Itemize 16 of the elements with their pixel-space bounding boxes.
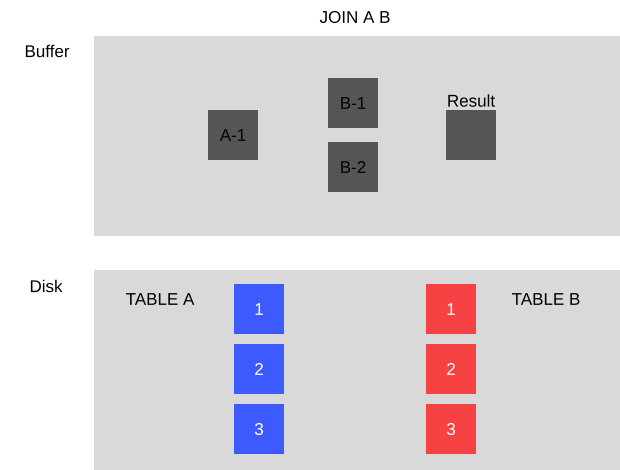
block-box: 2 [426, 344, 476, 394]
block-box: B-1 [328, 78, 378, 128]
block-box: B-2 [328, 142, 378, 192]
block-box: A-1 [208, 110, 258, 160]
title: JOIN A B [320, 10, 390, 24]
result-box: Result [446, 94, 496, 160]
block-box: 1 [234, 284, 284, 334]
node-label: Result [448, 94, 495, 107]
block-box: 3 [426, 404, 476, 454]
block-box: 3 [234, 404, 284, 454]
node-label: Buffer [26, 44, 70, 58]
node-label: Disk [30, 280, 63, 292]
table-label: TABLE A [126, 293, 194, 305]
block-box: 1 [426, 284, 476, 334]
block-box: 2 [234, 344, 284, 394]
table-label: TABLE B [512, 293, 580, 305]
